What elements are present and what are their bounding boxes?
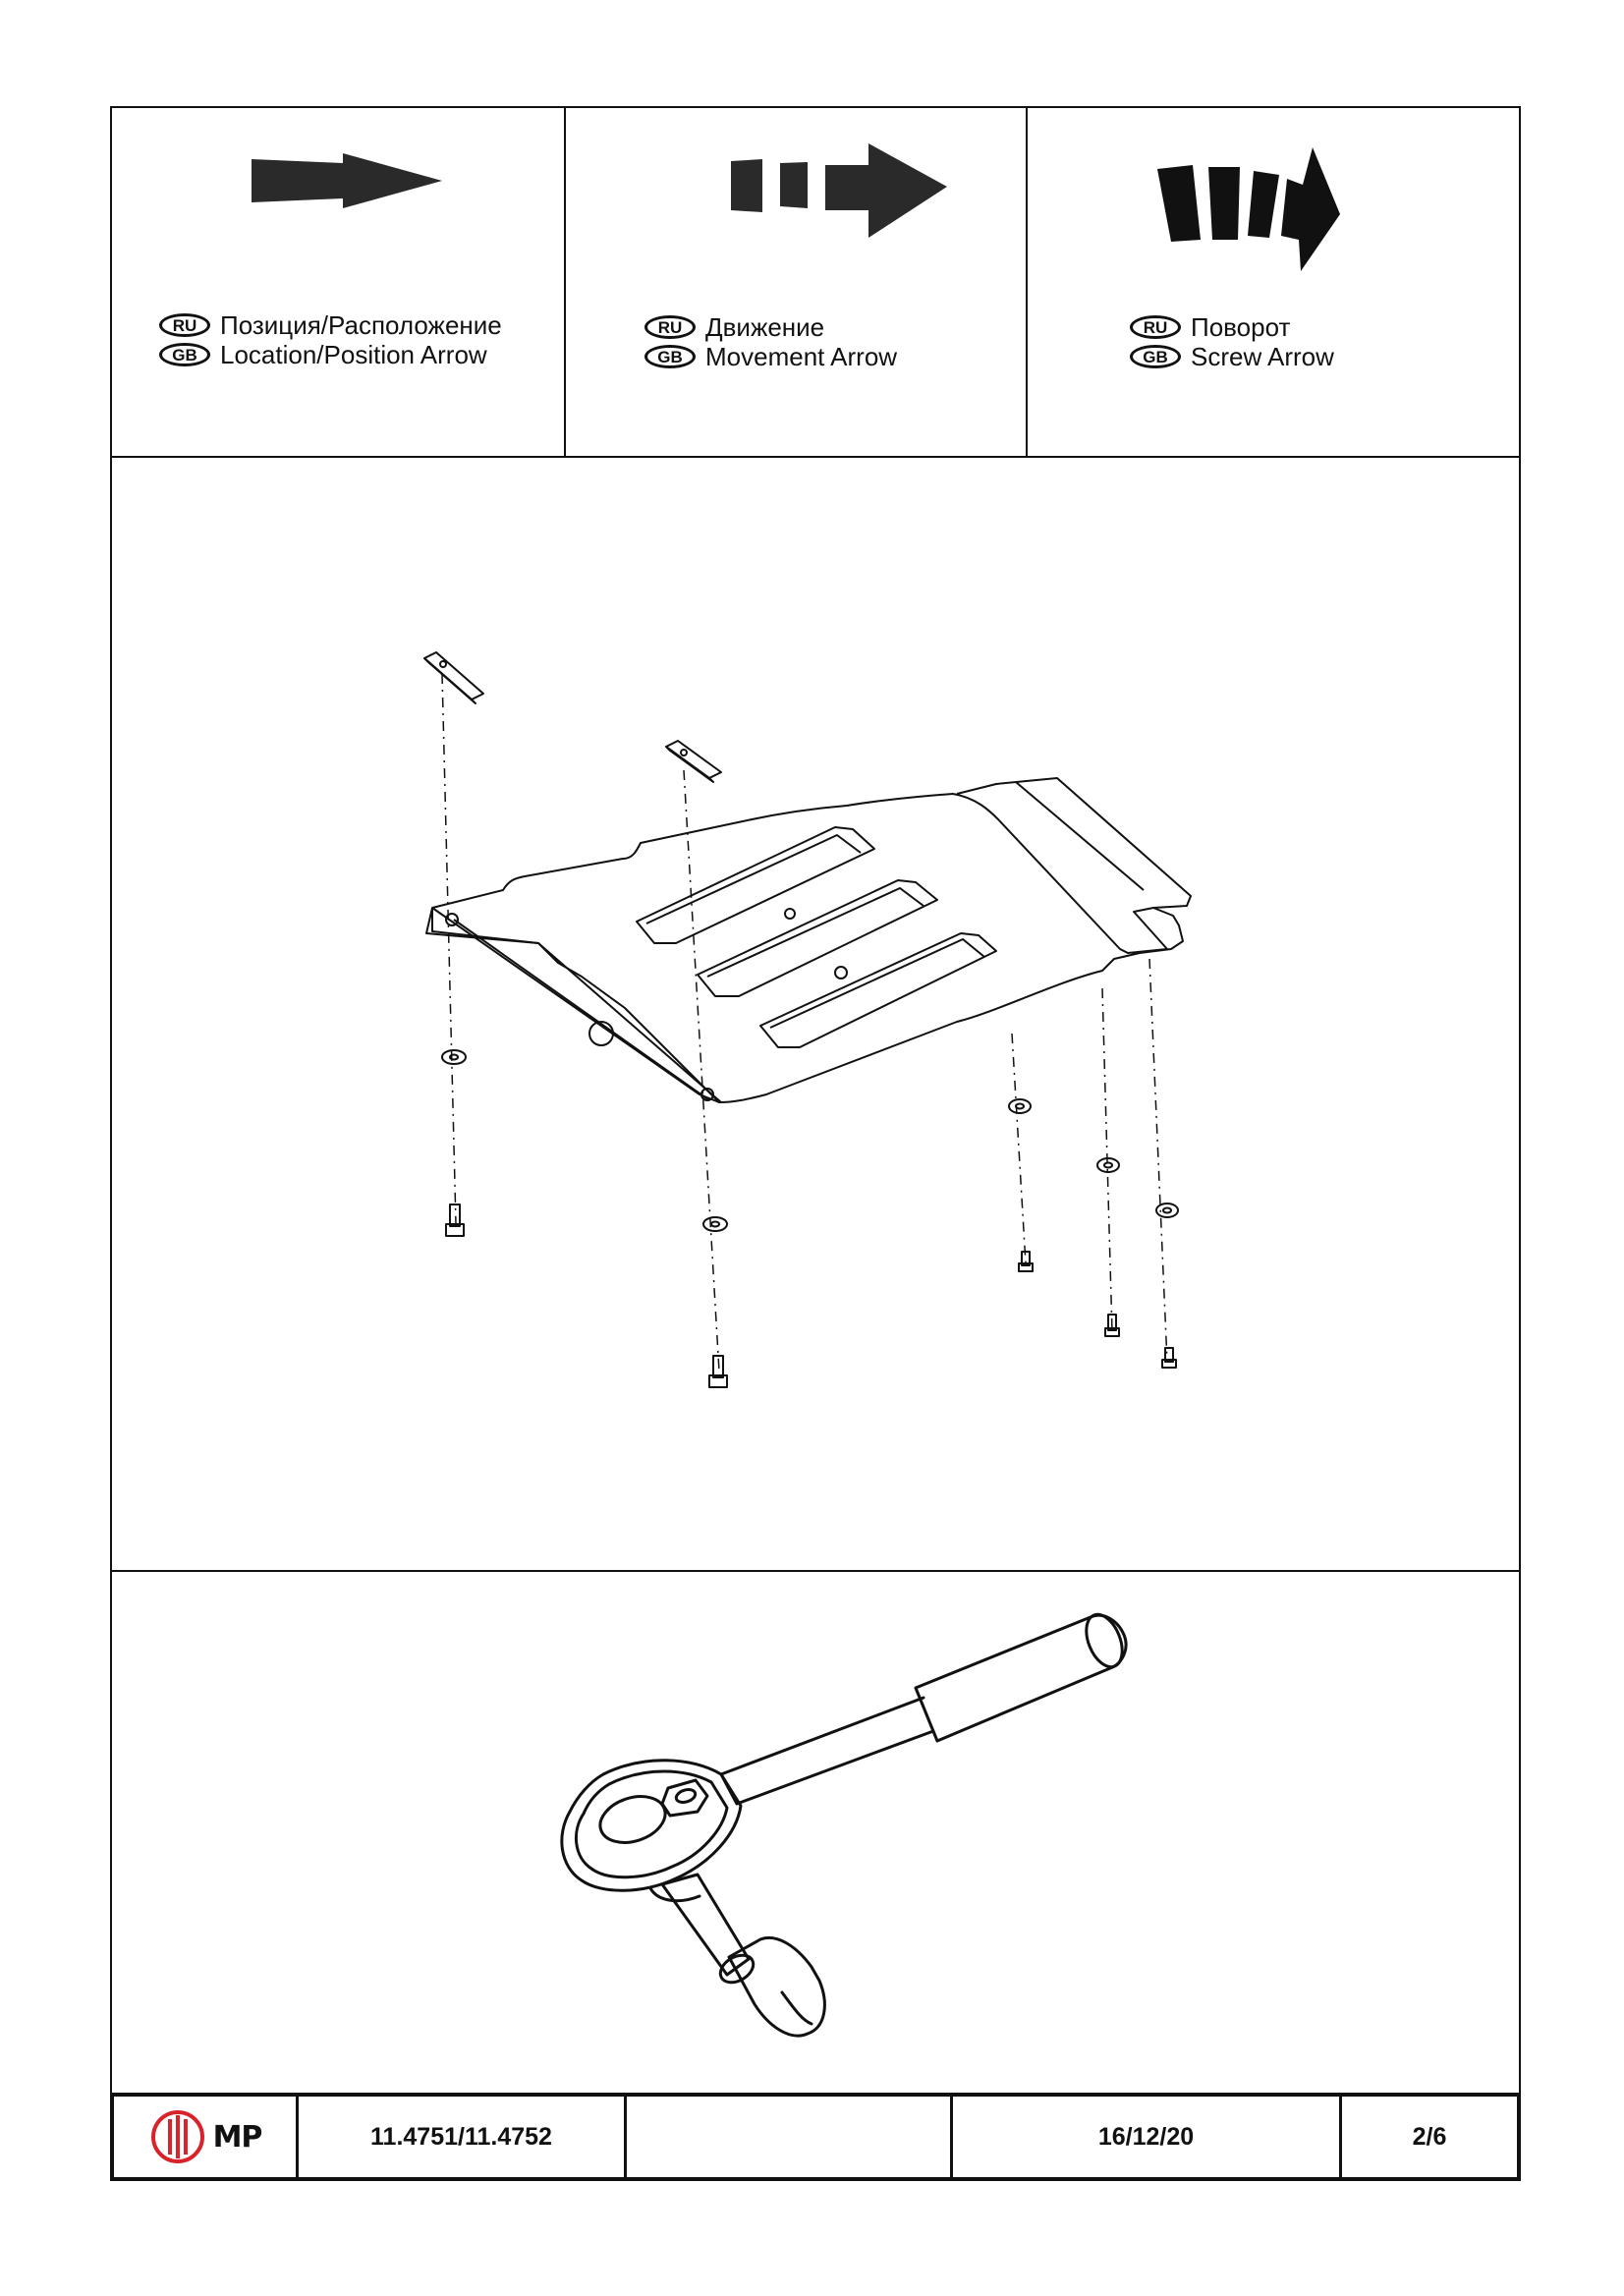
ratchet-wrench-icon — [560, 1612, 1128, 2038]
legend-text-location: RU Позиция/Расположение GB Location/Positi… — [159, 310, 502, 369]
legend-gb-label: Location/Position Arrow — [220, 340, 487, 369]
legend-gb-label: Screw Arrow — [1191, 342, 1334, 371]
legend-cell-location: RU Позиция/Расположение GB Location/Positi… — [112, 108, 566, 456]
mp-logo-icon — [150, 2110, 204, 2163]
arrow-legend: RU Позиция/Расположение GB Location/Positi… — [112, 108, 1519, 458]
washer — [441, 1049, 467, 1065]
empty-field — [627, 2097, 953, 2177]
washer — [1096, 1157, 1120, 1173]
legend-ru-label: Движение — [705, 312, 825, 342]
bolt — [445, 1204, 465, 1237]
legend-ru-label: Позиция/Расположение — [220, 310, 502, 340]
washer — [1008, 1098, 1032, 1114]
title-block: MP 11.4751/11.4752 16/12/20 2/6 — [110, 2093, 1521, 2181]
assembly-diagram-panel — [112, 458, 1519, 1572]
legend-text-screw: RU Поворот GB Screw Arrow — [1130, 312, 1334, 371]
skid-plate-exploded-diagram — [423, 651, 1192, 1388]
footer-logo-cell: MP — [114, 2097, 299, 2177]
date-field: 16/12/20 — [953, 2097, 1342, 2177]
bolt — [1161, 1347, 1177, 1369]
legend-cell-screw: RU Поворот GB Screw Arrow — [1028, 108, 1519, 456]
legend-text-movement: RU Движение GB Movement Arrow — [644, 312, 897, 371]
legend-cell-movement: RU Движение GB Movement Arrow — [566, 108, 1028, 456]
ru-badge: RU — [1130, 315, 1181, 339]
dashed-arrow-icon — [731, 143, 947, 238]
gb-badge: GB — [159, 343, 210, 366]
document-frame: RU Позиция/Расположение GB Location/Positi… — [110, 106, 1521, 2181]
bolt — [1104, 1314, 1120, 1337]
logo-text: MP — [212, 2119, 263, 2155]
slot-2 — [697, 879, 938, 997]
washer — [702, 1216, 728, 1232]
tool-illustration-panel — [112, 1572, 1519, 2095]
gb-badge: GB — [1130, 345, 1181, 368]
curved-screw-arrow-icon — [1157, 147, 1340, 271]
legend-gb-label: Movement Arrow — [705, 342, 898, 371]
spacer-plate-center — [665, 740, 722, 783]
assembly-guide-lines — [441, 673, 1168, 1372]
bolt — [708, 1355, 728, 1388]
bolt — [1018, 1251, 1034, 1272]
ru-badge: RU — [644, 315, 696, 339]
spacer-plate-left — [423, 651, 484, 704]
skid-plate — [425, 777, 1192, 1103]
washer — [1155, 1203, 1179, 1218]
legend-ru-label: Поворот — [1191, 312, 1291, 342]
gb-badge: GB — [644, 345, 696, 368]
solid-arrow-icon — [252, 153, 442, 208]
ru-badge: RU — [159, 313, 210, 337]
part-number: 11.4751/11.4752 — [299, 2097, 627, 2177]
slot-1 — [636, 826, 875, 944]
slot-3 — [759, 932, 997, 1048]
page-number: 2/6 — [1412, 2122, 1447, 2151]
